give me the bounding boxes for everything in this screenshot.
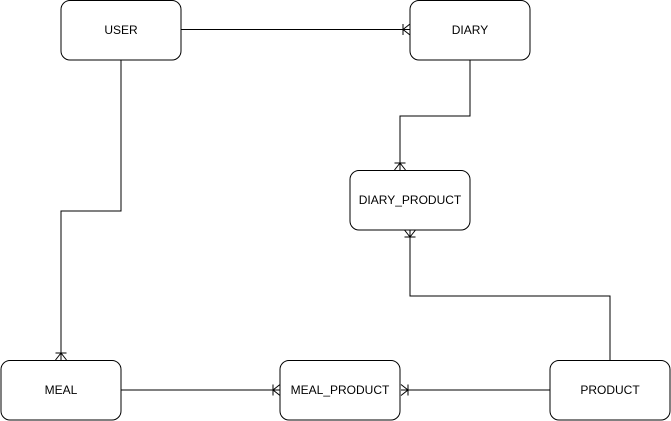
crowfoot-marker [394,162,406,171]
entity-meal-label: MEAL [45,383,78,397]
entity-product-label: PRODUCT [580,383,640,397]
entity-user[interactable]: USER [60,0,182,61]
crowfoot-marker [55,352,67,361]
connector-line [399,60,471,170]
crowfoot-marker [402,23,411,36]
relationship-user-diary [181,23,411,36]
connector-line [409,230,611,360]
relationship-meal-mealproduct [121,384,281,396]
connector-line [60,60,122,360]
entity-diary-label: DIARY [452,23,488,37]
entity-meal-product[interactable]: MEAL_PRODUCT [279,360,401,421]
relationship-user-meal [55,60,122,361]
entity-user-label: USER [104,23,138,37]
crowfoot-marker [400,384,409,396]
crowfoot-marker [272,384,281,396]
relationship-diary-diaryproduct [394,60,471,171]
entity-diary-product-label: DIARY_PRODUCT [359,193,462,207]
entity-meal[interactable]: MEAL [0,360,122,421]
entity-product[interactable]: PRODUCT [549,360,671,421]
entity-meal-product-label: MEAL_PRODUCT [291,383,390,397]
entity-diary[interactable]: DIARY [409,0,531,61]
entity-diary-product[interactable]: DIARY_PRODUCT [349,170,471,231]
relationship-product-mealproduct [400,384,550,396]
crowfoot-marker [404,229,416,238]
relationship-product-diaryproduct [404,229,611,360]
